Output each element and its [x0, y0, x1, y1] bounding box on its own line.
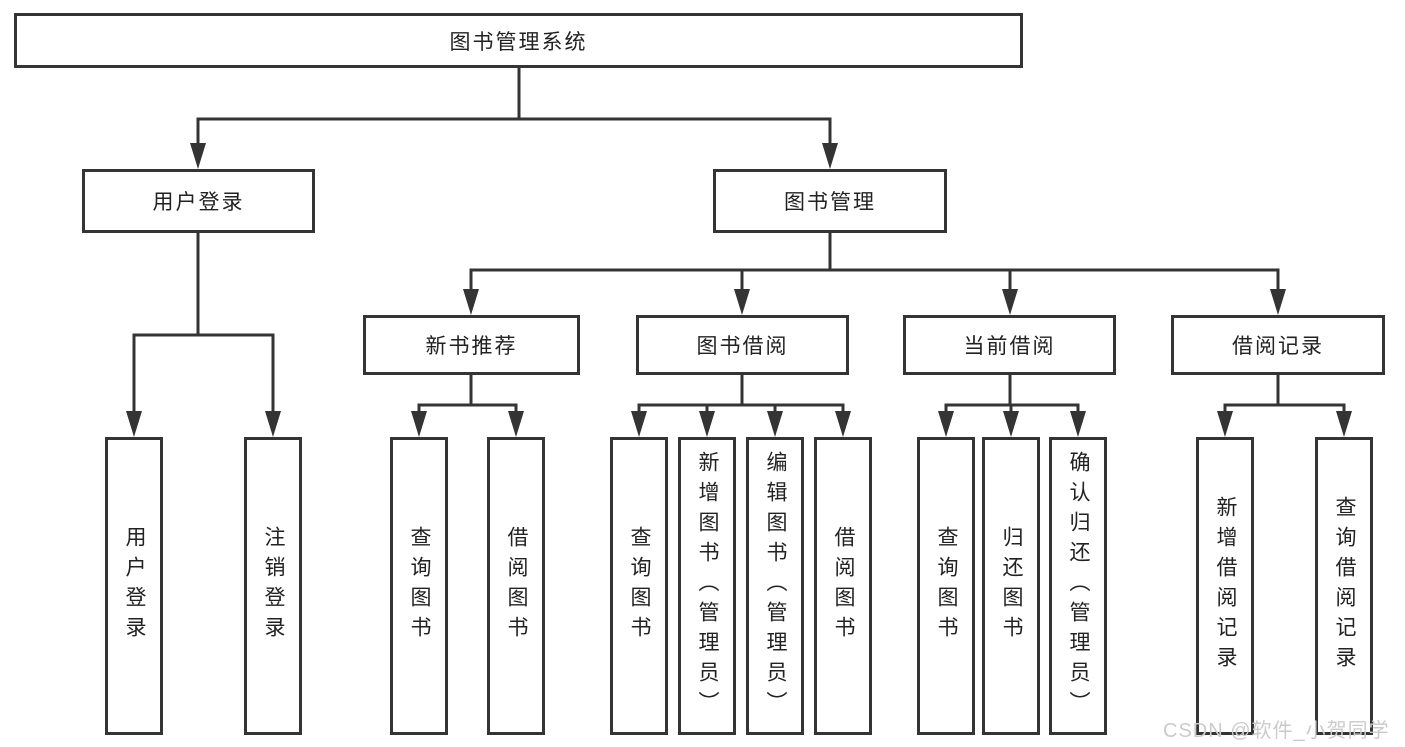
connector-borrow-to-leaves [631, 375, 851, 437]
connector-current-to-leaves [938, 375, 1086, 437]
node-label: 新增借阅记录 [1214, 496, 1237, 676]
node-library-management-system: 图书管理系统 [14, 13, 1023, 68]
connector-root-to-level2 [190, 68, 838, 169]
node-label: 图书管理系统 [449, 30, 588, 54]
node-label: 确认归还（管理员） [1067, 451, 1090, 721]
leaf-borrow-books-recommend: 借阅图书 [487, 437, 545, 735]
node-label: 借阅图书 [505, 526, 528, 646]
node-label: 图书借阅 [696, 335, 789, 358]
leaf-add-borrow-record: 新增借阅记录 [1196, 437, 1254, 735]
node-book-borrowing: 图书借阅 [636, 315, 849, 375]
leaf-add-books-admin: 新增图书（管理员） [678, 437, 736, 735]
leaf-return-books: 归还图书 [982, 437, 1040, 735]
node-label: 用户登录 [152, 191, 245, 214]
node-label: 查询图书 [935, 526, 958, 646]
leaf-query-borrow-record: 查询借阅记录 [1315, 437, 1373, 735]
connector-records-to-leaves [1217, 375, 1352, 437]
leaf-query-books-borrow: 查询图书 [610, 437, 668, 735]
node-label: 注销登录 [262, 526, 285, 646]
leaf-logout: 注销登录 [244, 437, 302, 735]
node-book-management: 图书管理 [713, 169, 947, 233]
leaf-query-books-recommend: 查询图书 [390, 437, 448, 735]
node-label: 查询借阅记录 [1333, 496, 1356, 676]
leaf-borrow-books: 借阅图书 [814, 437, 872, 735]
node-new-book-recommend: 新书推荐 [363, 315, 580, 375]
node-borrow-records: 借阅记录 [1171, 315, 1385, 375]
node-label: 编辑图书（管理员） [764, 451, 787, 721]
node-label: 借阅记录 [1232, 335, 1324, 358]
leaf-query-books-current: 查询图书 [917, 437, 975, 735]
leaf-user-login: 用户登录 [105, 437, 163, 735]
node-label: 当前借阅 [963, 335, 1056, 358]
node-label: 新书推荐 [425, 335, 518, 358]
node-label: 新增图书（管理员） [696, 451, 719, 721]
node-user-login: 用户登录 [82, 169, 315, 233]
node-label: 归还图书 [1000, 526, 1023, 646]
connector-userlogin-to-leaves [126, 233, 281, 437]
node-label: 图书管理 [784, 191, 876, 214]
leaf-edit-books-admin: 编辑图书（管理员） [746, 437, 804, 735]
node-label: 借阅图书 [832, 526, 855, 646]
node-current-borrowing: 当前借阅 [903, 315, 1116, 375]
node-label: 用户登录 [123, 526, 146, 646]
connector-bookmgmt-to-level3 [463, 233, 1286, 315]
node-label: 查询图书 [628, 526, 651, 646]
connector-newbooks-to-leaves [411, 375, 524, 437]
leaf-confirm-return-admin: 确认归还（管理员） [1049, 437, 1107, 735]
node-label: 查询图书 [408, 526, 431, 646]
csdn-watermark: CSDN @软件_小贺同学 [1163, 720, 1390, 742]
